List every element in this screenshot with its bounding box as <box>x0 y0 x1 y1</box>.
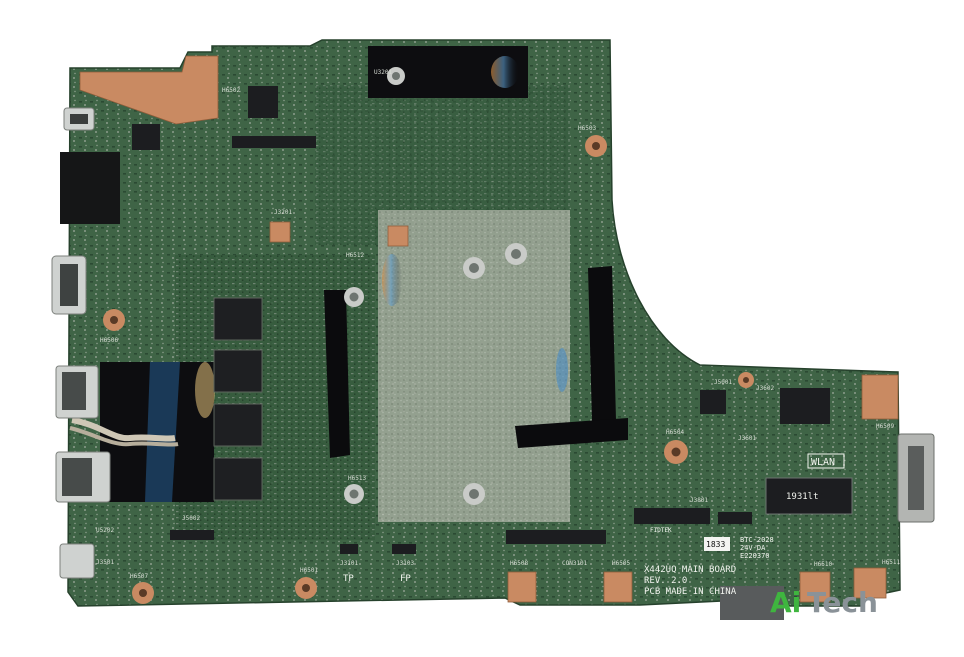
refdes-label: H6510 <box>814 561 832 568</box>
refdes-label: CON3101 <box>562 560 588 567</box>
copper-pads <box>79 55 899 603</box>
refdes-label: H6505 <box>612 560 630 567</box>
black-strip-3 <box>515 418 628 448</box>
refdes-label: H6512 <box>346 252 364 259</box>
revision-label: REV. 2.0 <box>644 576 687 586</box>
refdes-label: H6503 <box>578 125 596 132</box>
black-strip-2 <box>588 266 616 422</box>
refdes-label: H6504 <box>666 429 684 436</box>
refdes-label: H6507 <box>130 573 148 580</box>
refdes-label: J3201 <box>274 209 292 216</box>
small-ics <box>132 86 830 554</box>
sticker-code-a: 1833 <box>706 540 725 549</box>
refdes-label: U5202 <box>96 527 114 534</box>
refdes-label: H6501 <box>300 567 318 574</box>
sticker-code-b: BTC-2028 <box>740 536 774 544</box>
refdes-label: J5002 <box>182 515 200 522</box>
made-in-label: PCB MADE IN CHINA <box>644 587 737 597</box>
refdes-label: H6506 <box>100 337 118 344</box>
refdes-labels: H6502 H6503 H6506 H6507 H6508 H6509 H651… <box>96 69 900 580</box>
m2-slot <box>765 477 853 515</box>
board-model-label: X442UQ MAIN BOARD <box>644 565 736 575</box>
fiber-label: FIDTEK <box>650 527 672 534</box>
black-strip-1 <box>324 290 350 458</box>
refdes-label: H6513 <box>348 475 366 482</box>
refdes-label: U3201 <box>374 69 392 76</box>
refdes-label: J5001 <box>714 379 732 386</box>
sticker-code-c: 24V-DA <box>740 544 766 552</box>
refdes-label: H6502 <box>222 87 240 94</box>
refdes-label: H6511 <box>882 559 900 566</box>
watermark-ai: Ai <box>770 586 801 619</box>
cpu-tape <box>378 210 570 522</box>
refdes-label: J3601 <box>738 435 756 442</box>
memory-chips <box>213 297 263 501</box>
refdes-label: J3602 <box>756 385 774 392</box>
refdes-label: J3501 <box>96 559 114 566</box>
refdes-label: J3101 <box>340 560 358 567</box>
watermark-tech: Tech <box>807 586 878 619</box>
io-ports <box>51 107 935 620</box>
ribbon-cable <box>71 417 176 442</box>
refdes-label: J3103 <box>396 560 414 567</box>
aitech-watermark: Ai Tech <box>770 586 878 619</box>
fp-label: FP <box>400 574 411 584</box>
refdes-label: J3801 <box>690 497 708 504</box>
mounting-holes <box>103 67 754 604</box>
tp-label: TP <box>343 574 354 584</box>
refdes-label: H6509 <box>876 423 894 430</box>
black-tape-top <box>368 46 528 98</box>
black-tape-left <box>100 362 214 502</box>
sticker-code-d: E220370 <box>740 552 770 560</box>
wlan-label: WLAN <box>811 457 835 468</box>
refdes-label: H6508 <box>510 560 528 567</box>
ssd-label: 1931lt <box>786 492 819 502</box>
